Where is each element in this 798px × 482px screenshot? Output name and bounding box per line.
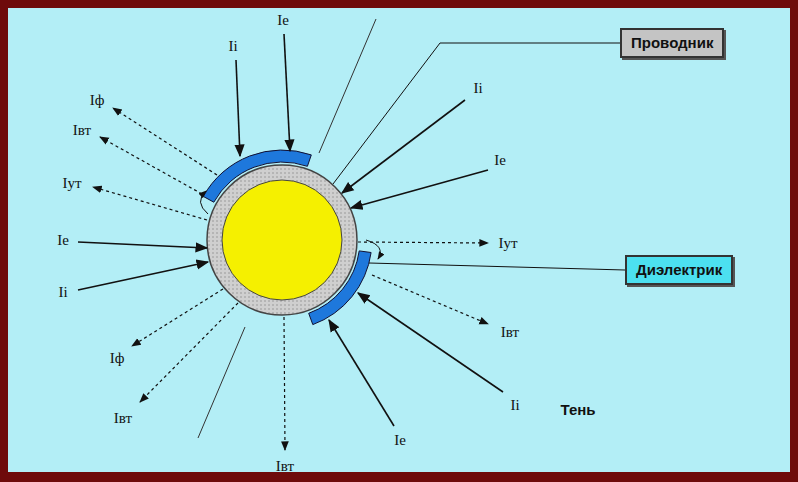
current-label: Ii — [228, 37, 237, 55]
surface-arrow — [366, 240, 380, 259]
current-label: Ii — [58, 283, 67, 301]
terminator-line — [319, 19, 376, 153]
current-label: Ii — [510, 396, 519, 414]
current-label: Ie — [394, 431, 406, 449]
conductor-box: Проводник — [620, 28, 724, 58]
leader-line — [333, 43, 620, 184]
current-label: Iвт — [501, 323, 519, 341]
current-label: Iут — [498, 234, 517, 252]
current-label: Ie — [57, 231, 69, 249]
current-label: Iф — [90, 91, 105, 109]
region-label: Тень — [560, 401, 595, 419]
current-label: Iвт — [114, 409, 132, 427]
current-label: Ie — [494, 151, 506, 169]
body-core — [222, 180, 342, 300]
dielectric-patch — [203, 150, 311, 202]
incoming-arrows — [78, 34, 503, 426]
current-label: Iф — [110, 349, 125, 367]
outgoing-arrows — [93, 108, 488, 450]
leader-line — [369, 263, 625, 270]
dielectric-box: Диэлектрик — [625, 255, 733, 285]
box-text: Проводник — [631, 34, 713, 52]
current-label: Iвт — [73, 121, 91, 139]
box-text: Диэлектрик — [636, 261, 722, 279]
current-label: Iут — [62, 174, 81, 192]
dielectric-patch — [309, 251, 371, 325]
background — [8, 8, 790, 472]
terminator-line — [198, 327, 245, 438]
current-label: Ii — [473, 79, 482, 97]
current-label: Iвт — [276, 457, 294, 475]
current-label: Ie — [277, 11, 289, 29]
conductor-ring — [207, 165, 357, 315]
